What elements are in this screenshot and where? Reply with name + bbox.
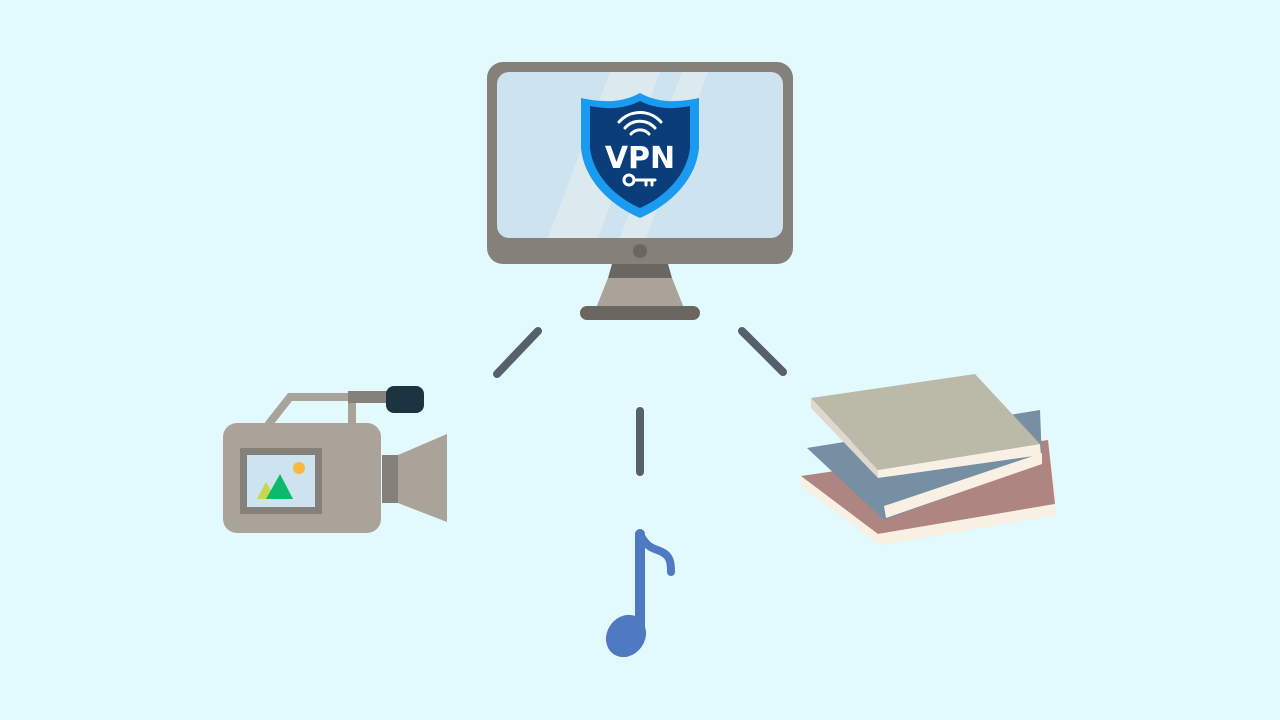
connector-lines — [493, 327, 787, 476]
wifi-signal-icon — [617, 111, 663, 136]
video-camera-icon — [223, 386, 447, 533]
vpn-label: VPN — [605, 141, 675, 176]
books-stack-icon — [801, 374, 1056, 545]
vpn-shield-icon: VPN — [581, 93, 699, 218]
music-note-icon — [605, 529, 675, 658]
key-icon — [622, 173, 657, 187]
